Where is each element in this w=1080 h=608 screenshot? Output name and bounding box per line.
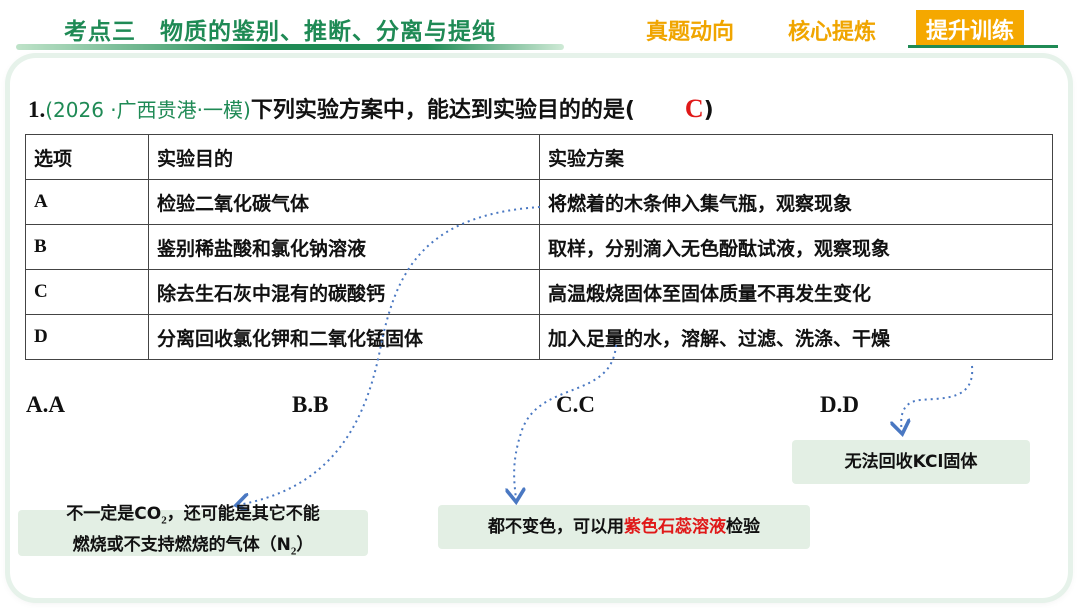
note-a-sub: 2 (161, 514, 167, 526)
arrow-a (238, 206, 541, 505)
note-option-d: 无法回收KCl固体 (792, 440, 1030, 484)
row-option: D (25, 314, 149, 360)
note-a-text: ，还可能是其它不能 (166, 503, 320, 524)
tab-trend[interactable]: 真题动向 (646, 20, 735, 45)
table-row: C 除去生石灰中混有的碳酸钙 高温煅烧固体至固体质量不再发生变化 (25, 269, 1053, 315)
row-option: C (25, 269, 149, 315)
row-plan: 取样，分别滴入无色酚酞试液，观察现象 (539, 224, 1053, 270)
tab-training[interactable]: 提升训练 (916, 10, 1025, 48)
note-option-b: 都不变色，可以用紫色石蕊溶液检验 (438, 505, 810, 549)
note-a-sub: 2 (290, 545, 297, 558)
question-text: 下列实验方案中，能达到实验目的的是( (250, 98, 635, 123)
note-a-text: ） (296, 535, 314, 555)
row-plan: 加入足量的水，溶解、过滤、洗涤、干燥 (539, 314, 1053, 360)
row-plan: 将燃着的木条伸入集气瓶，观察现象 (539, 179, 1053, 225)
tab-underline (908, 45, 1058, 48)
options-table: 选项 实验目的 实验方案 A 检验二氧化碳气体 将燃着的木条伸入集气瓶，观察现象… (25, 134, 1053, 360)
row-option: A (25, 179, 149, 225)
header-plan: 实验方案 (539, 134, 1053, 180)
table-row: D 分离回收氯化钾和二氧化锰固体 加入足量的水，溶解、过滤、洗涤、干燥 (25, 314, 1053, 360)
question-source: (2026 ·广西贵港·一模) (45, 98, 251, 122)
question-stem: 1.(2026 ·广西贵港·一模)下列实验方案中，能达到实验目的的是( C) (28, 92, 714, 124)
page-title: 考点三 物质的鉴别、推断、分离与提纯 (64, 19, 496, 45)
note-b-text: 都不变色，可以用 (488, 516, 624, 537)
choice-c[interactable]: C.C (556, 392, 595, 417)
arrow-c (514, 344, 617, 500)
table-header-row: 选项 实验目的 实验方案 (25, 134, 1053, 180)
title-underline (16, 44, 564, 50)
question-close: ) (703, 98, 714, 123)
row-goal: 鉴别稀盐酸和氯化钠溶液 (148, 224, 540, 270)
note-a-text: 燃烧或不支持燃烧的气体（N (72, 535, 291, 555)
row-goal: 分离回收氯化钾和二氧化锰固体 (148, 314, 540, 360)
note-b-text: 检验 (726, 516, 760, 537)
note-a-text: 不一定是CO (66, 503, 162, 524)
note-option-a: 不一定是CO2，还可能是其它不能 燃烧或不支持燃烧的气体（N2） (18, 504, 368, 558)
tab-core[interactable]: 核心提炼 (788, 20, 877, 45)
choice-b[interactable]: B.B (292, 392, 329, 417)
arrow-d (901, 365, 974, 432)
top-bar: 考点三 物质的鉴别、推断、分离与提纯 真题动向 核心提炼 提升训练 (0, 0, 1080, 58)
choice-a[interactable]: A.A (26, 392, 65, 417)
header-option: 选项 (25, 134, 149, 180)
question-answer: C (684, 94, 704, 123)
question-number: 1. (28, 97, 46, 122)
choice-d[interactable]: D.D (820, 392, 859, 417)
table-row: B 鉴别稀盐酸和氯化钠溶液 取样，分别滴入无色酚酞试液，观察现象 (25, 224, 1053, 270)
table-row: A 检验二氧化碳气体 将燃着的木条伸入集气瓶，观察现象 (25, 179, 1053, 225)
note-b-highlight: 紫色石蕊溶液 (624, 516, 726, 537)
row-goal: 检验二氧化碳气体 (148, 179, 540, 225)
